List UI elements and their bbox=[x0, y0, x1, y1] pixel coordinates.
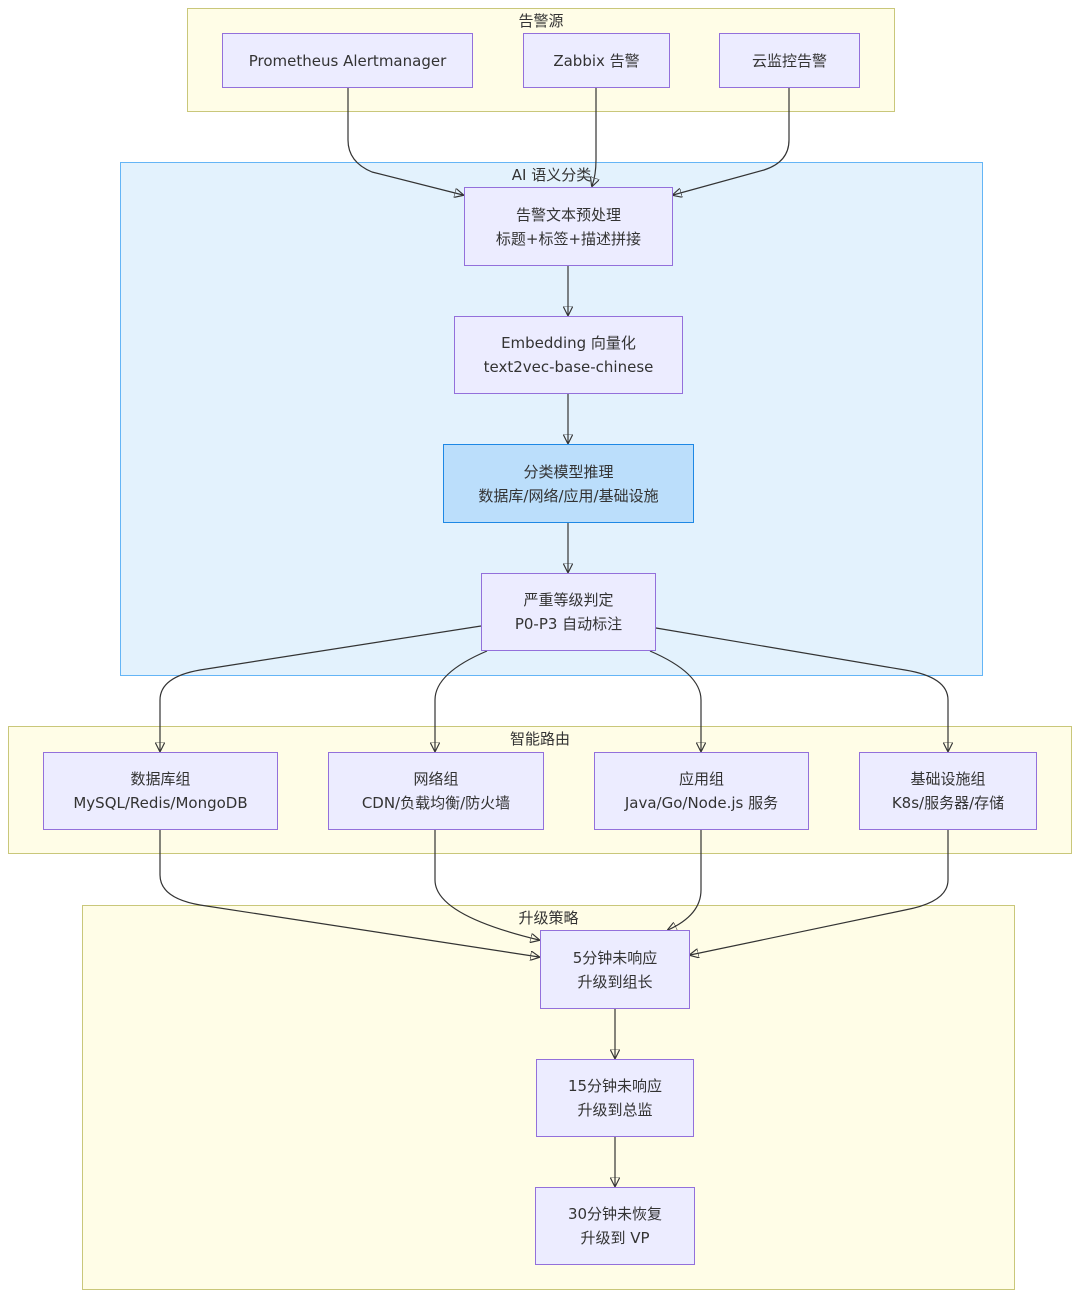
node-label: 30分钟未恢复 bbox=[567, 1205, 663, 1223]
node-database-group[interactable]: 数据库组 MySQL/Redis/MongoDB bbox=[43, 752, 278, 830]
node-label: Prometheus Alertmanager bbox=[248, 51, 447, 70]
node-sublabel: 升级到 VP bbox=[580, 1229, 650, 1247]
node-severity-level[interactable]: 严重等级判定 P0-P3 自动标注 bbox=[481, 573, 656, 651]
node-escalate-30min[interactable]: 30分钟未恢复 升级到 VP bbox=[535, 1187, 695, 1265]
node-escalate-15min[interactable]: 15分钟未响应 升级到总监 bbox=[536, 1059, 694, 1137]
node-sublabel: K8s/服务器/存储 bbox=[891, 794, 1005, 812]
node-sublabel: 升级到总监 bbox=[577, 1101, 653, 1119]
node-label: 数据库组 bbox=[130, 770, 191, 788]
node-label: 严重等级判定 bbox=[523, 591, 614, 609]
node-infrastructure-group[interactable]: 基础设施组 K8s/服务器/存储 bbox=[859, 752, 1037, 830]
node-sublabel: CDN/负载均衡/防火墙 bbox=[361, 794, 511, 812]
node-label: 云监控告警 bbox=[751, 51, 827, 70]
node-embedding[interactable]: Embedding 向量化 text2vec-base-chinese bbox=[454, 316, 683, 394]
node-label: 应用组 bbox=[678, 770, 724, 788]
node-label: Zabbix 告警 bbox=[553, 51, 640, 70]
node-label: 基础设施组 bbox=[910, 770, 986, 788]
node-sublabel: 标题+标签+描述拼接 bbox=[495, 229, 642, 248]
node-network-group[interactable]: 网络组 CDN/负载均衡/防火墙 bbox=[328, 752, 544, 830]
node-label: 分类模型推理 bbox=[523, 462, 614, 481]
node-sublabel: 升级到组长 bbox=[577, 972, 653, 991]
node-sublabel: P0-P3 自动标注 bbox=[514, 615, 623, 633]
group-title: 升级策略 bbox=[518, 909, 579, 927]
node-classification-model[interactable]: 分类模型推理 数据库/网络/应用/基础设施 bbox=[443, 444, 694, 523]
node-prometheus-alertmanager[interactable]: Prometheus Alertmanager bbox=[222, 33, 473, 88]
node-sublabel: 数据库/网络/应用/基础设施 bbox=[478, 486, 659, 505]
group-title: 智能路由 bbox=[509, 730, 570, 748]
node-sublabel: MySQL/Redis/MongoDB bbox=[73, 794, 248, 812]
node-label: 网络组 bbox=[413, 770, 459, 788]
node-sublabel: text2vec-base-chinese bbox=[483, 358, 654, 376]
node-text-preprocess[interactable]: 告警文本预处理 标题+标签+描述拼接 bbox=[464, 187, 673, 266]
group-title: AI 语义分类 bbox=[511, 166, 592, 184]
node-label: 15分钟未响应 bbox=[567, 1077, 663, 1095]
node-application-group[interactable]: 应用组 Java/Go/Node.js 服务 bbox=[594, 752, 809, 830]
node-zabbix-alert[interactable]: Zabbix 告警 bbox=[523, 33, 670, 88]
node-label: 告警文本预处理 bbox=[515, 205, 621, 224]
node-label: 5分钟未响应 bbox=[572, 948, 658, 967]
node-escalate-5min[interactable]: 5分钟未响应 升级到组长 bbox=[540, 930, 690, 1009]
node-label: Embedding 向量化 bbox=[501, 334, 636, 352]
node-cloud-monitor-alert[interactable]: 云监控告警 bbox=[719, 33, 860, 88]
node-sublabel: Java/Go/Node.js 服务 bbox=[624, 794, 779, 812]
group-title: 告警源 bbox=[518, 12, 564, 30]
